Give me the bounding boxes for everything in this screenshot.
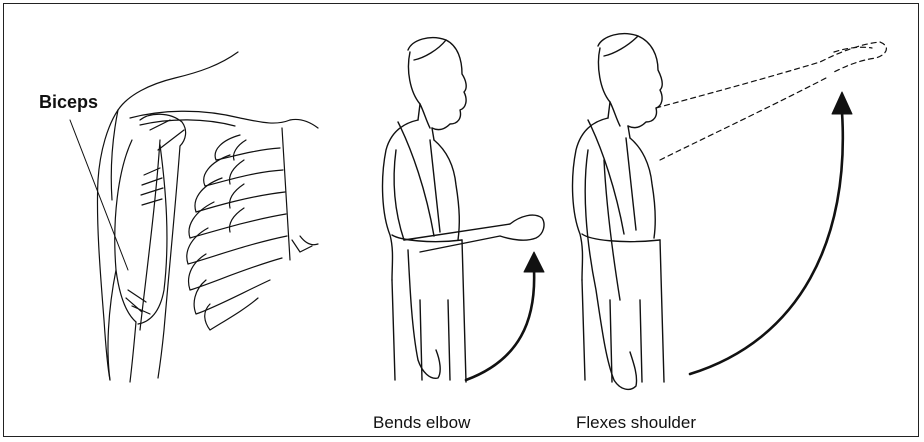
caption-flexes-shoulder: Flexes shoulder [576,413,696,433]
figure-bending-elbow [383,38,544,382]
figure-flexing-shoulder [573,34,664,390]
biceps-label: Biceps [39,92,98,113]
caption-bends-elbow: Bends elbow [373,413,470,433]
arrow-shoulder-arc [690,92,852,374]
arrow-elbow-arc [466,252,544,380]
biceps-anatomy-drawing [70,52,318,382]
raised-arm-dashed-outline [656,42,886,160]
